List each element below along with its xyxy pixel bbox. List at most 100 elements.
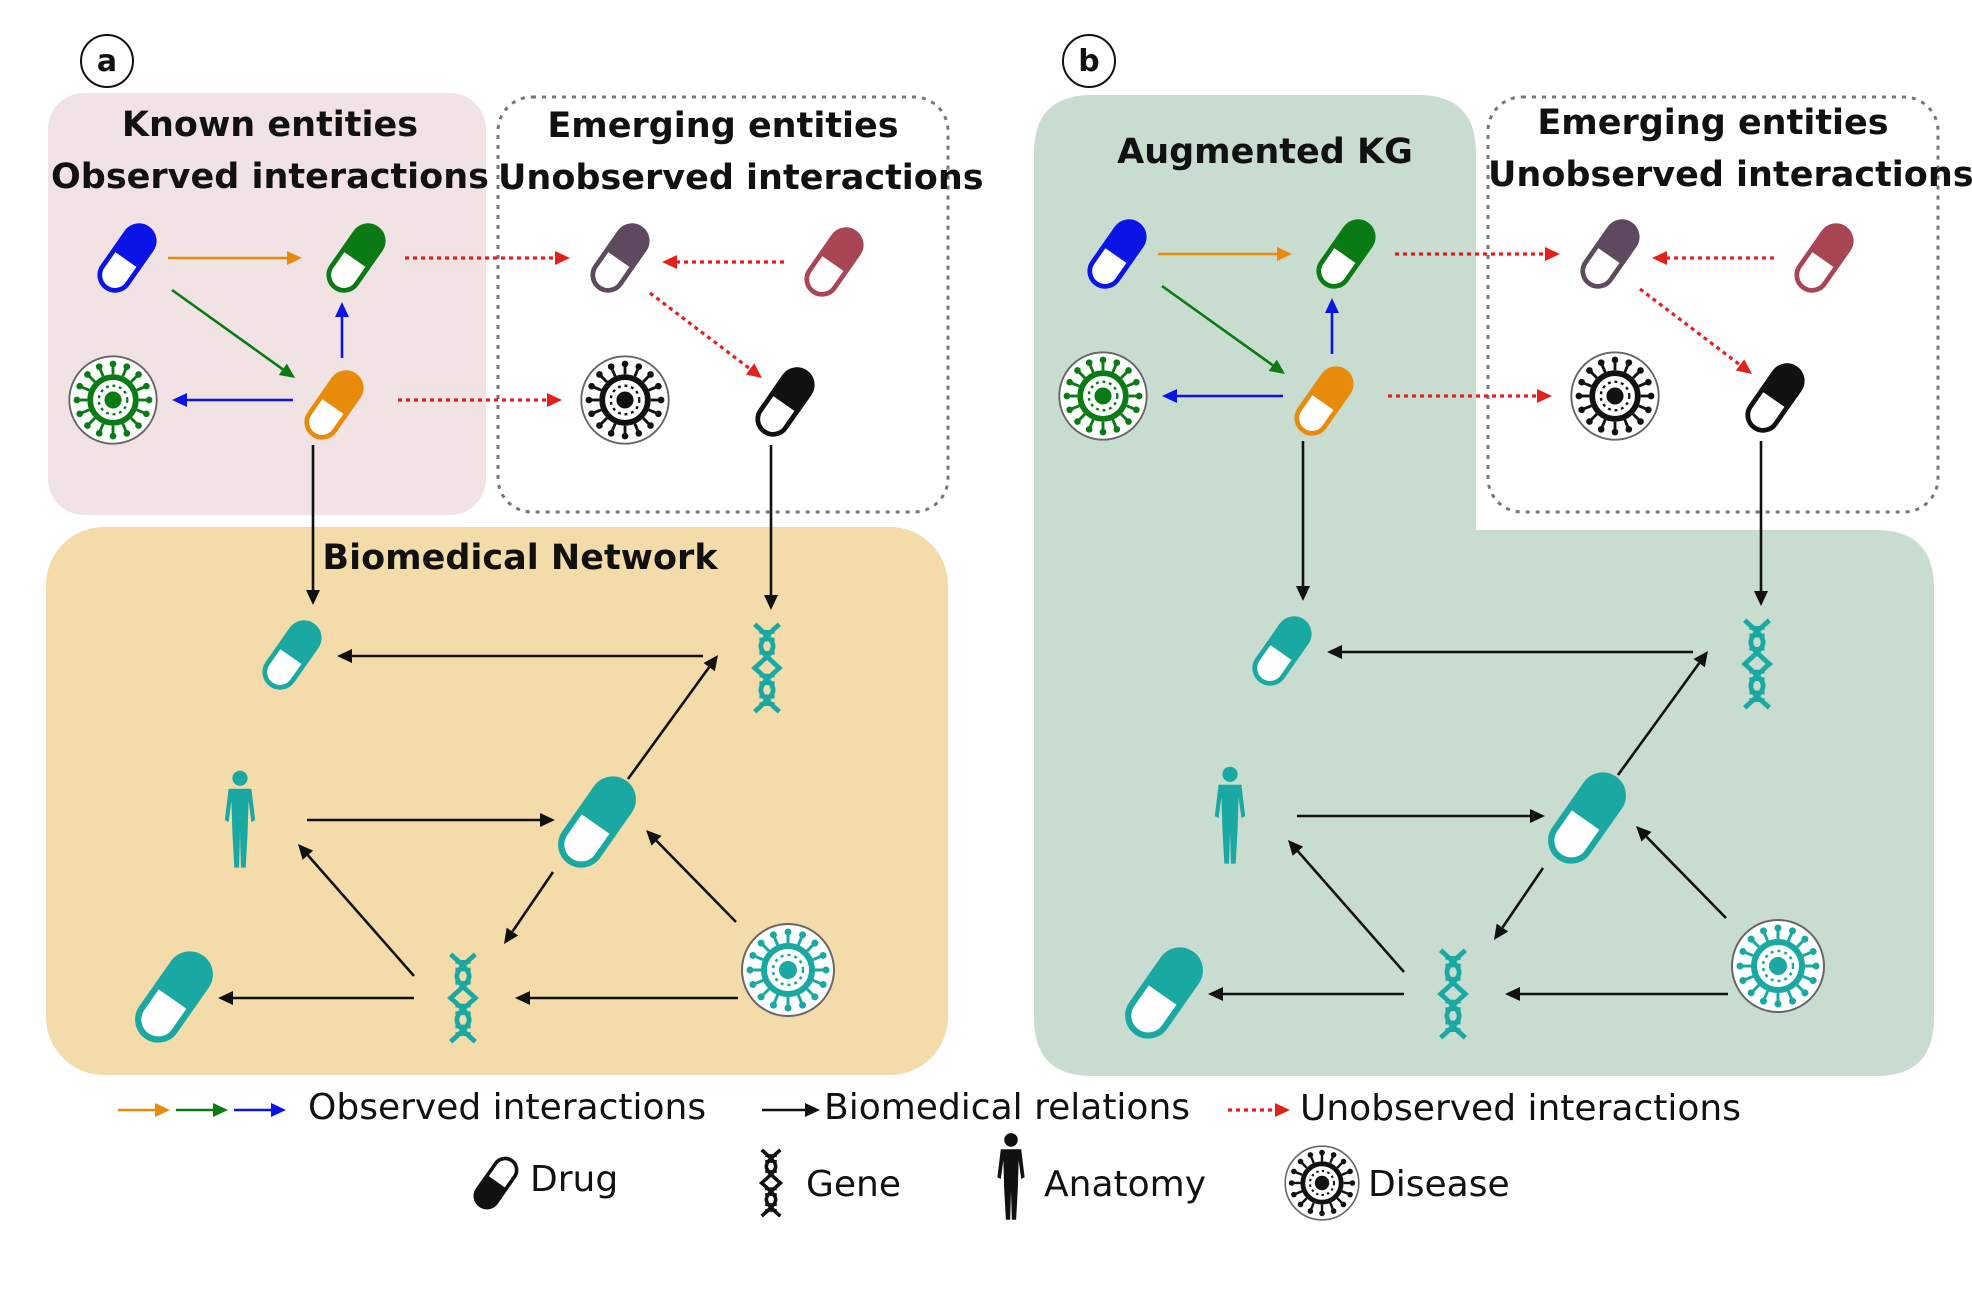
panel-b-arrow-black-down-head (1754, 591, 1768, 606)
panel-b-disease-green-icon-spike-tip-1 (1133, 406, 1140, 414)
panel-b-dotted-green-to-purple (1395, 247, 1560, 261)
legend-disease-icon-spike-tip-8 (1288, 1180, 1295, 1186)
legend-black-arrow (762, 1103, 820, 1117)
panel-b-arrow-blue-to-orange-shaft (1161, 284, 1274, 367)
panel-a-net-disease-to-drug-shaft (655, 839, 737, 923)
legend-disease-icon-spike-7 (1294, 1190, 1303, 1196)
panel-b-disease-black-icon-inner (1599, 380, 1631, 412)
panel-a-disease-black-icon-membrane (599, 374, 651, 426)
panel-a-net-gene-bottom-icon (447, 952, 479, 1044)
panel-a-disease-green-icon-spike-3 (121, 423, 128, 433)
panel-a-disease-black-icon-spike-7 (592, 408, 602, 415)
panel-b-disease-black-icon-spike-tip-11 (1597, 359, 1605, 366)
panel-a-net-gene-to-drug-lower (218, 991, 414, 1005)
legend-green-arrow-head (213, 1103, 228, 1117)
panel-b-disease-black-icon-spike-tip-1 (1645, 406, 1652, 414)
legend-disease-icon-spike-tip-9 (1291, 1168, 1297, 1175)
panel-a-dotted-green-to-purple-head (555, 251, 570, 265)
legend-disease-icon-spike-tip-4 (1319, 1210, 1325, 1217)
panel-a-net-drug-to-gene-lower (504, 871, 555, 944)
unobserved-interactions-title-a: Unobserved interactions (498, 158, 984, 198)
legend-disease-icon-membrane (1300, 1161, 1344, 1205)
panel-a-drug-black-icon (755, 367, 815, 437)
panel-b-net-drug-bottom-icon (1125, 947, 1203, 1039)
panel-b-disease-green-icon (1058, 351, 1148, 441)
panel-a-net-disease-icon-core (779, 961, 797, 979)
panel-a-disease-black-icon-spike-tip-14 (647, 371, 654, 378)
panel-a-net-disease-icon-spike-tip-9 (749, 951, 757, 959)
panel-b-net-disease-icon-spike-tip-9 (1739, 947, 1747, 955)
panel-a-disease-black-icon-spike-tip-5 (607, 430, 615, 437)
panel-b-drug-blue-icon (1087, 219, 1147, 289)
panel-a-drug-maroon-icon-fill (821, 229, 862, 271)
panel-a-net-drug-top-icon (262, 620, 322, 690)
panel-b-dotted-orange-to-disease-head (1537, 389, 1552, 403)
legend-disease-icon-spike-tip-12 (1319, 1149, 1325, 1156)
panel-a-net-disease-icon-spike-tip-3 (799, 1001, 807, 1009)
augmented-kg-box (1034, 95, 1934, 1076)
panel-a-disease-black-icon-spike-tip-11 (607, 363, 615, 370)
legend-gene-label: Gene (806, 1164, 902, 1205)
panel-a-net-disease-icon-spike-tip-4 (784, 1004, 792, 1012)
legend-disease-icon-spike-15 (1341, 1170, 1350, 1176)
emerging-entities-title-a: Emerging entities (547, 106, 899, 146)
panel-b-drug-green-icon-fill (1333, 221, 1374, 263)
panel-a-disease-green-icon-spike-11 (98, 367, 105, 377)
panel-a-disease-green-icon-spike-tip-12 (109, 360, 117, 368)
panel-b-drug-maroon-icon (1794, 223, 1854, 293)
panel-b-disease-black-icon-spike-tip-15 (1645, 378, 1652, 386)
panel-a-drug-black-icon-fill (769, 367, 815, 414)
panel-a-net-disease-to-drug (646, 830, 737, 923)
panel-a-disease-black-icon-spike-tip-13 (635, 363, 643, 370)
panel-b-net-disease-icon-spike-6 (1751, 984, 1760, 993)
panel-b-disease-green-icon-spike-tip-9 (1066, 378, 1073, 386)
legend-disease-icon-spike-tip-3 (1330, 1208, 1337, 1214)
panel-b-disease-black-icon-spike-tip-6 (1586, 418, 1593, 425)
legend-disease-icon (1284, 1145, 1360, 1221)
panel-b-net-disease-icon-spike-tip-11 (1759, 927, 1767, 935)
panel-b-arrow-orange-to-green (1325, 298, 1339, 354)
panel-a-arrow-orange-to-disease-head (172, 393, 187, 407)
panel-a-disease-black-icon-spike-10 (599, 374, 608, 383)
panel-a-net-disease-icon-spike-13 (796, 936, 804, 946)
panel-a-arrow-blue-to-orange (171, 288, 295, 378)
panel-b-disease-black-icon-spike-tip-4 (1611, 428, 1619, 436)
panel-b-net-gene-to-drug-lower-head (1208, 987, 1223, 1001)
panel-a-drug-green-icon-fill (343, 225, 384, 267)
panel-b-disease-black-icon-spike-9 (1582, 381, 1592, 388)
panel-b-drug-orange-icon-seam (1310, 390, 1338, 412)
legend-observed-label: Observed interactions (308, 1087, 707, 1128)
panel-b-arrow-orange-to-disease-head (1162, 389, 1177, 403)
panel-b-net-gene-to-anatomy-shaft (1296, 850, 1405, 973)
panel-a-disease-green-icon-spike-tip-0 (145, 396, 153, 404)
panel-b-net-disease-icon-spike-tip-7 (1739, 977, 1747, 985)
legend-unobserved-label: Unobserved interactions (1300, 1088, 1741, 1129)
panel-a-disease-green-icon-spike-tip-8 (73, 396, 81, 404)
panel-a-arrow-orange-to-green (335, 302, 349, 358)
panel-a-disease-green-icon (68, 355, 158, 445)
panel-b-disease-black-icon-core (1606, 387, 1624, 405)
legend-disease-icon-core (1314, 1175, 1330, 1191)
panel-a-net-disease-to-drug-head (646, 830, 662, 846)
panel-a-net-disease-icon-spike-7 (754, 978, 764, 986)
legend-disease-icon-spike-1 (1341, 1190, 1350, 1196)
panel-b-net-drug-top-icon-seam (1268, 640, 1296, 662)
panel-a-disease-green-icon-spike-tip-11 (95, 363, 103, 370)
panel-a-net-disease-icon-spike-tip-2 (811, 993, 819, 1001)
panel-b-disease-green-icon-spike-15 (1126, 381, 1136, 388)
panel-b-dotted-purple-to-black (1639, 287, 1752, 374)
legend-disease-icon-spike-tip-5 (1307, 1208, 1314, 1214)
panel-a-arrow-orange-down (306, 445, 320, 605)
panel-a-drug-purple-icon-seam (606, 247, 634, 269)
panel-b-net-disease-icon-spike-14 (1796, 939, 1805, 948)
panel-a-disease-green-icon-spike-5 (98, 423, 105, 433)
panel-b-disease-black-icon (1570, 351, 1660, 441)
panel-b-net-gene-to-drug-head (1327, 645, 1342, 659)
legend-disease-icon-spike-2 (1336, 1197, 1344, 1205)
panel-a-disease-black-icon-spike-15 (648, 385, 658, 392)
panel-a-net-drug-bottom-icon-seam (156, 983, 192, 1011)
panel-a-net-disease-icon-spike-tip-6 (757, 993, 765, 1001)
panel-a-net-anatomy-to-drug-head (540, 813, 555, 827)
panel-b-net-disease-icon-spike-tip-15 (1809, 947, 1817, 955)
panel-b-arrow-orange-down-head (1296, 586, 1310, 601)
